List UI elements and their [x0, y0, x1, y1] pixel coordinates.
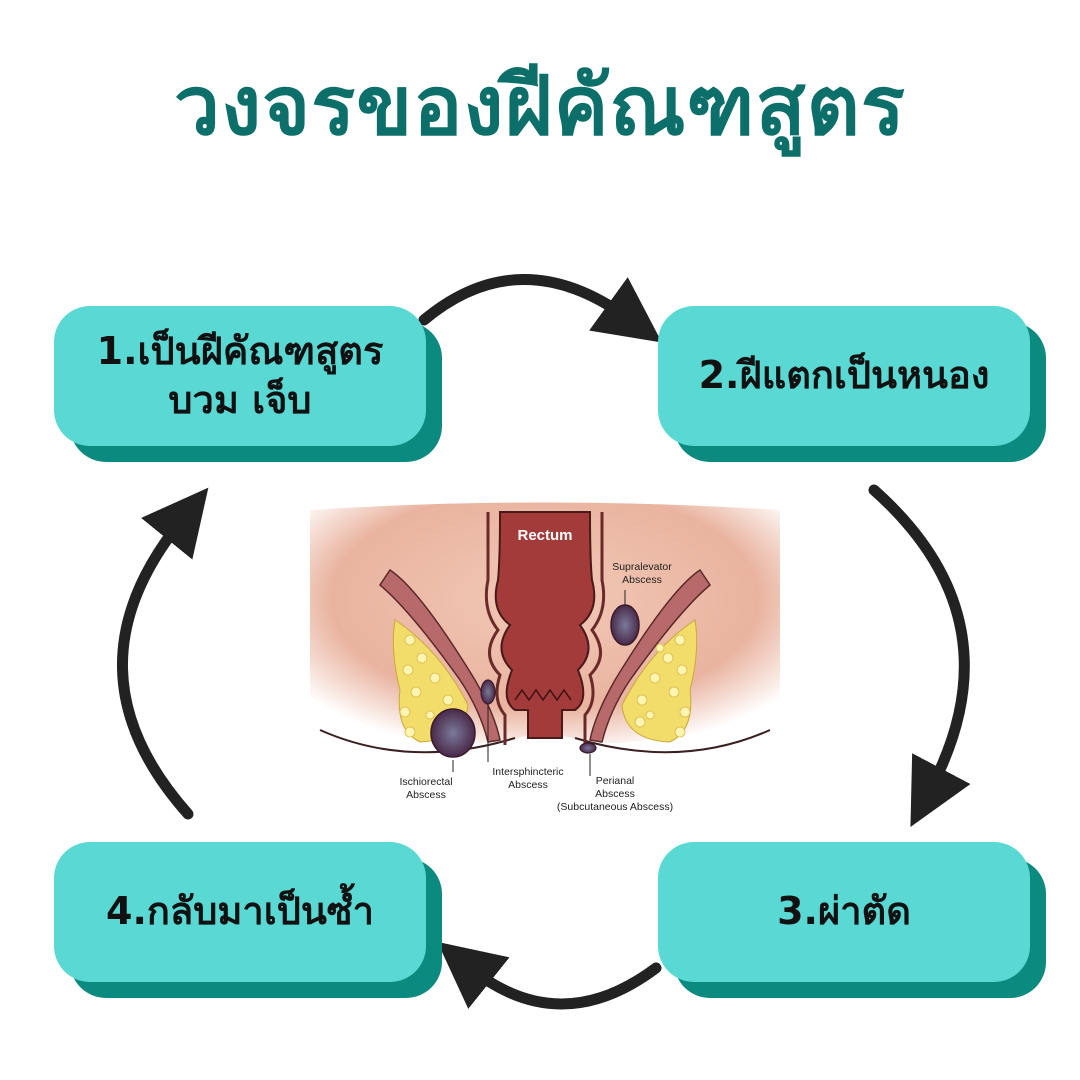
label-perianal-3: (Subcutaneous Abscess) — [557, 801, 673, 813]
rectum-wall-right — [583, 512, 606, 745]
label-supralevator-1: Supralevator — [612, 561, 672, 573]
fat-globules — [399, 634, 691, 738]
rectum — [494, 511, 596, 739]
label-supralevator-2: Abscess — [622, 574, 662, 586]
step-3-box: 3.ผ่าตัด — [658, 842, 1046, 998]
step-3-label: 3.ผ่าตัด — [777, 889, 911, 934]
label-perianal-2: Abscess — [595, 788, 635, 800]
step-1-line-2: บวม เจ็บ — [168, 378, 312, 422]
step-1-line-1: 1.เป็นฝีคัณฑสูตร — [96, 328, 384, 373]
right-muscle — [589, 568, 711, 743]
label-intersphincteric-2: Abscess — [508, 779, 548, 791]
step-2-face: 2.ฝีแตกเป็นหนอง — [658, 306, 1030, 446]
step-2-label: 2.ฝีแตกเป็นหนอง — [698, 353, 990, 398]
step-2-box: 2.ฝีแตกเป็นหนอง — [658, 306, 1046, 462]
rectum-wall-left — [484, 512, 507, 745]
step-4-face: 4.กลับมาเป็นซ้ำ — [54, 842, 426, 982]
step-4-box: 4.กลับมาเป็นซ้ำ — [54, 842, 442, 998]
label-ischiorectal-2: Abscess — [406, 789, 446, 801]
page-title: วงจรของฝีคัณฑสูตร — [174, 59, 906, 154]
label-rectum: Rectum — [517, 527, 572, 544]
ischiorectal-abscess — [430, 708, 476, 758]
dentate-line — [514, 688, 572, 702]
step-1-face: 1.เป็นฝีคัณฑสูตร บวม เจ็บ — [54, 306, 426, 446]
buttock-outline — [319, 729, 771, 754]
label-ischiorectal-1: Ischiorectal — [399, 776, 452, 788]
arrow-step4-to-step1 — [117, 487, 209, 820]
label-perianal-1: Perianal — [596, 775, 635, 787]
label-intersphincteric-1: Intersphincteric — [492, 766, 563, 778]
arrow-step2-to-step3 — [868, 484, 971, 827]
anatomy-illustration: Rectum Supralevator Abscess Ischiorectal… — [310, 502, 780, 813]
step-3-face: 3.ผ่าตัด — [658, 842, 1030, 982]
arrow-step1-to-step2 — [418, 274, 662, 343]
label-pointers — [452, 590, 626, 776]
intersphincteric-abscess — [480, 679, 496, 705]
step-4-label: 4.กลับมาเป็นซ้ำ — [106, 889, 374, 934]
supralevator-abscess — [610, 604, 640, 646]
arrow-step3-to-step4 — [437, 941, 662, 1010]
perianal-abscess — [579, 742, 597, 754]
step-1-box: 1.เป็นฝีคัณฑสูตร บวม เจ็บ — [54, 306, 442, 462]
